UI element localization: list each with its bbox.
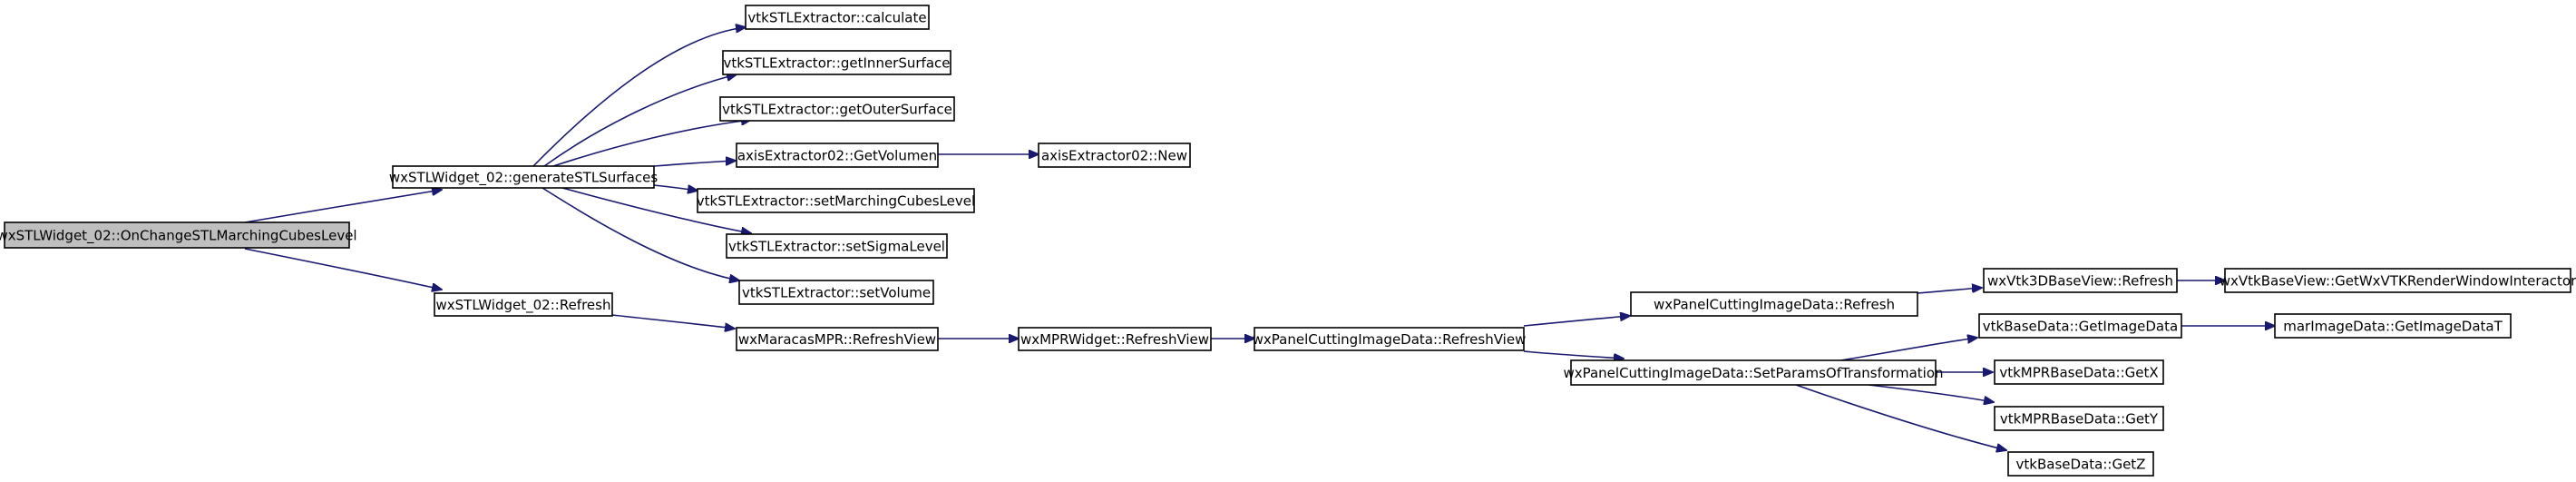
edge-generate-sigma <box>561 187 751 233</box>
node-gx[interactable]: vtkMPRBaseData::GetX <box>1994 359 2164 385</box>
node-label: wxVtk3DBaseView::Refresh <box>1987 273 2173 290</box>
node-label: vtkBaseData::GetZ <box>2016 457 2146 473</box>
node-generate[interactable]: wxSTLWidget_02::generateSTLSurfaces <box>389 165 658 189</box>
node-gidt[interactable]: marImageData::GetImageDataT <box>2274 313 2512 339</box>
node-box <box>726 233 948 259</box>
node-box <box>4 221 350 249</box>
node-label: axisExtractor02::New <box>1041 148 1187 164</box>
node-refresh[interactable]: wxSTLWidget_02::Refresh <box>434 292 613 317</box>
node-box <box>1038 143 1191 168</box>
edge-generate-calculate <box>532 27 746 167</box>
edge-generate-mcl <box>653 184 698 191</box>
node-gy[interactable]: vtkMPRBaseData::GetY <box>1994 406 2164 431</box>
node-label: wxPanelCuttingImageData::SetParamsOfTran… <box>1563 365 1943 381</box>
node-box <box>736 143 939 168</box>
edge-root-refresh <box>244 248 442 290</box>
node-box <box>697 188 975 213</box>
node-box <box>1570 359 1937 386</box>
edge-spt-gy <box>1868 384 1994 402</box>
edge-refresh-mpr <box>611 314 735 329</box>
edge-generate-volumen <box>653 161 736 167</box>
node-calculate[interactable]: vtkSTLExtractor::calculate <box>745 5 930 30</box>
node-label: vtkSTLExtractor::setVolume <box>742 285 931 301</box>
node-box <box>2007 451 2154 477</box>
node-v3d[interactable]: wxVtk3DBaseView::Refresh <box>1983 268 2178 293</box>
call-edges <box>244 27 2275 450</box>
edge-generate-inner <box>543 74 737 167</box>
node-box <box>722 50 951 75</box>
node-box <box>434 292 613 317</box>
node-label: wxSTLWidget_02::OnChangeSTLMarchingCubes… <box>0 228 357 245</box>
edge-generate-setvol <box>542 187 739 280</box>
node-box <box>1983 268 2178 293</box>
edge-root-generate <box>244 190 442 223</box>
node-label: wxPanelCuttingImageData::RefreshView <box>1253 331 1527 348</box>
node-box <box>1994 406 2164 431</box>
node-sigma[interactable]: vtkSTLExtractor::setSigmaLevel <box>726 233 948 259</box>
node-mcl[interactable]: vtkSTLExtractor::setMarchingCubesLevel <box>697 188 975 213</box>
node-gz[interactable]: vtkBaseData::GetZ <box>2007 451 2154 477</box>
node-box <box>2224 268 2571 293</box>
node-label: vtkSTLExtractor::setMarchingCubesLevel <box>697 193 975 210</box>
node-box <box>1978 313 2182 339</box>
node-label: vtkSTLExtractor::calculate <box>747 10 926 26</box>
node-box <box>745 5 930 30</box>
node-getwx[interactable]: wxVtkBaseView::GetWxVTKRenderWindowInter… <box>2220 268 2576 293</box>
node-spt[interactable]: wxPanelCuttingImageData::SetParamsOfTran… <box>1563 359 1944 386</box>
node-box <box>719 96 955 122</box>
node-setvol[interactable]: vtkSTLExtractor::setVolume <box>738 280 934 305</box>
edge-pcrv-pcr <box>1523 316 1630 327</box>
node-label: vtkSTLExtractor::getInnerSurface <box>723 55 950 72</box>
node-mprw[interactable]: wxMPRWidget::RefreshView <box>1018 327 1212 351</box>
edge-spt-gz <box>1795 384 2006 450</box>
node-box <box>1018 327 1212 351</box>
node-label: vtkBaseData::GetImageData <box>1983 319 2178 335</box>
node-root[interactable]: wxSTLWidget_02::OnChangeSTLMarchingCubes… <box>0 221 357 249</box>
node-label: vtkSTLExtractor::setSigmaLevel <box>728 239 945 255</box>
node-label: vtkMPRBaseData::GetY <box>2000 411 2159 428</box>
node-label: wxSTLWidget_02::generateSTLSurfaces <box>389 170 658 187</box>
edge-pcr-v3d <box>1917 288 1982 294</box>
node-label: wxMPRWidget::RefreshView <box>1020 331 1209 348</box>
node-inner[interactable]: vtkSTLExtractor::getInnerSurface <box>722 50 951 75</box>
edge-pcrv-spt <box>1523 350 1624 359</box>
node-box <box>392 165 655 189</box>
node-label: wxMaracasMPR::RefreshView <box>738 331 936 348</box>
node-box <box>1994 359 2164 385</box>
node-label: wxSTLWidget_02::Refresh <box>436 297 611 314</box>
node-box <box>738 280 934 305</box>
node-mpr[interactable]: wxMaracasMPR::RefreshView <box>736 327 939 351</box>
node-box <box>1254 327 1525 351</box>
node-label: vtkSTLExtractor::getOuterSurface <box>722 102 952 118</box>
edge-generate-outer <box>552 120 751 167</box>
node-outer[interactable]: vtkSTLExtractor::getOuterSurface <box>719 96 955 122</box>
node-axisnew[interactable]: axisExtractor02::New <box>1038 143 1191 168</box>
node-label: wxPanelCuttingImageData::Refresh <box>1654 297 1895 313</box>
node-label: axisExtractor02::GetVolumen <box>737 148 937 164</box>
node-box <box>2274 313 2512 339</box>
node-label: vtkMPRBaseData::GetX <box>1999 365 2158 381</box>
node-box <box>736 327 939 351</box>
node-label: wxVtkBaseView::GetWxVTKRenderWindowInter… <box>2220 273 2576 290</box>
node-gid[interactable]: vtkBaseData::GetImageData <box>1978 313 2182 339</box>
node-pcrv[interactable]: wxPanelCuttingImageData::RefreshView <box>1253 327 1527 351</box>
node-volumen[interactable]: axisExtractor02::GetVolumen <box>736 143 939 168</box>
edge-spt-gid <box>1840 338 1977 361</box>
node-label: marImageData::GetImageDataT <box>2283 319 2503 335</box>
node-box <box>1630 291 1918 317</box>
node-pcr[interactable]: wxPanelCuttingImageData::Refresh <box>1630 291 1918 317</box>
